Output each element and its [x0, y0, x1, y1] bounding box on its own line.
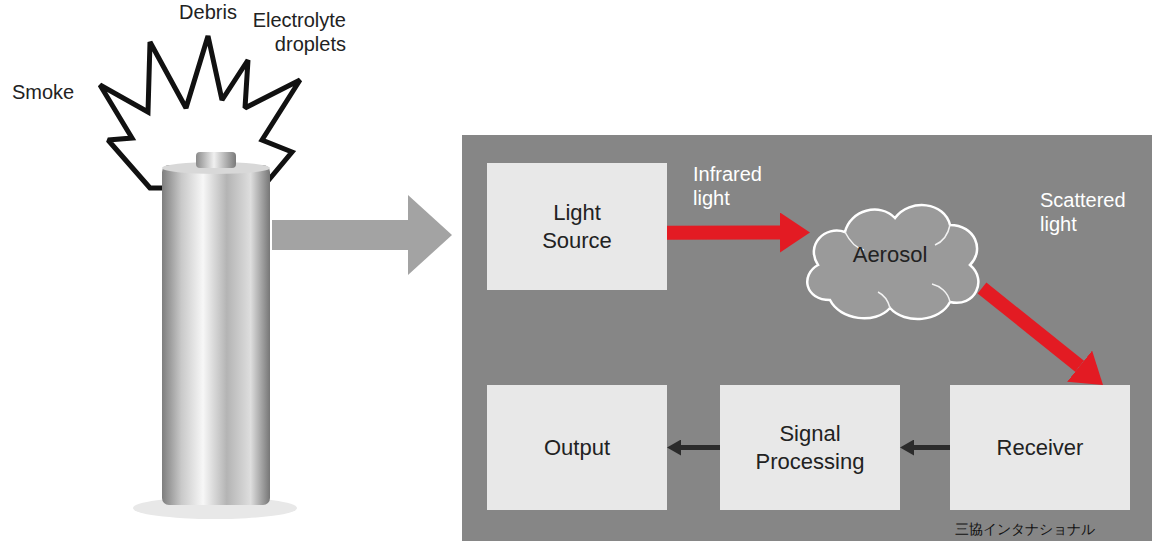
signal-arrow — [914, 445, 950, 450]
signal-processing-box: Signal Processing — [720, 385, 900, 510]
signal-arrow — [681, 445, 720, 450]
node-label: Receiver — [997, 434, 1084, 462]
node-text-group: Receiver — [997, 434, 1084, 462]
output-box: Output — [487, 385, 667, 510]
node-text-group: Signal Processing — [748, 420, 873, 475]
node-label: Light Source — [527, 199, 627, 254]
edge-label: Scattered light — [1040, 188, 1146, 236]
light-source-box: Light Source — [487, 163, 667, 290]
node-label: Output — [544, 434, 610, 462]
cloud-detail — [845, 225, 950, 308]
node-text-group: Output — [544, 434, 610, 462]
node-text-group: Aerosol — [853, 241, 928, 269]
infrared-arrow — [667, 226, 780, 240]
flow-arrow — [272, 195, 452, 275]
scattered-arrow — [982, 288, 1080, 366]
battery-cap — [196, 152, 236, 168]
emission-label: Electrolyte droplets — [236, 8, 346, 56]
emission-label: Smoke — [12, 80, 102, 104]
node-label: Aerosol — [853, 241, 928, 269]
watermark: 三協インタナショナル — [955, 521, 1145, 538]
system-panel — [462, 135, 1152, 541]
battery-body — [162, 165, 270, 505]
edge-label: Infrared light — [693, 162, 785, 210]
node-text-group: Light Source — [527, 199, 627, 254]
node-label: Signal Processing — [748, 420, 873, 475]
emission-label: Debris — [160, 0, 256, 24]
cloud-outline — [807, 205, 978, 319]
aerosol-cloud: Aerosol — [790, 180, 990, 330]
receiver-box: Receiver — [950, 385, 1130, 510]
explosion-burst — [100, 36, 300, 188]
